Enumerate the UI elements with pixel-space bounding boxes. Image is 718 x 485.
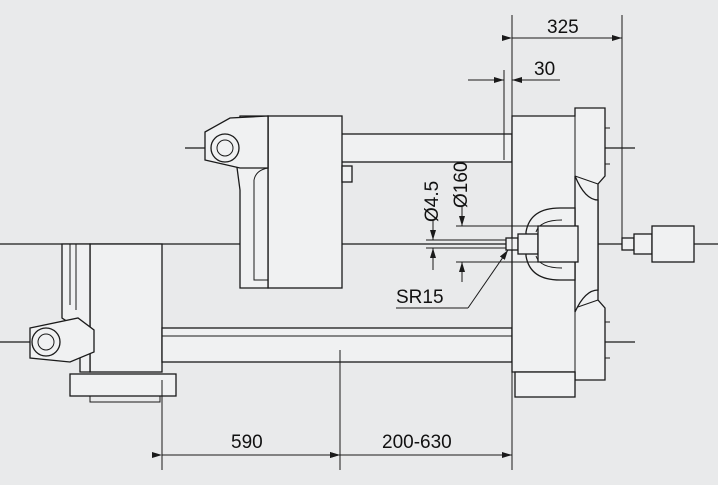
lower-tie-bar [161, 327, 513, 363]
dim-label-dia160: Ø160 [451, 162, 472, 208]
dim-label-30: 30 [534, 59, 555, 80]
upper-tie-bar [339, 133, 513, 163]
leader-sr15-diagonal [467, 249, 509, 309]
dim-label-200-630: 200-630 [382, 432, 452, 453]
rear-toggle-link [29, 317, 95, 363]
dim-label-dia45: Ø4.5 [422, 181, 443, 222]
dim-label-590: 590 [231, 432, 263, 453]
upper-toggle-link [204, 115, 269, 169]
dim-label-sr15: SR15 [396, 287, 444, 308]
injection-unit [621, 225, 695, 263]
dim-label-325: 325 [547, 17, 579, 38]
